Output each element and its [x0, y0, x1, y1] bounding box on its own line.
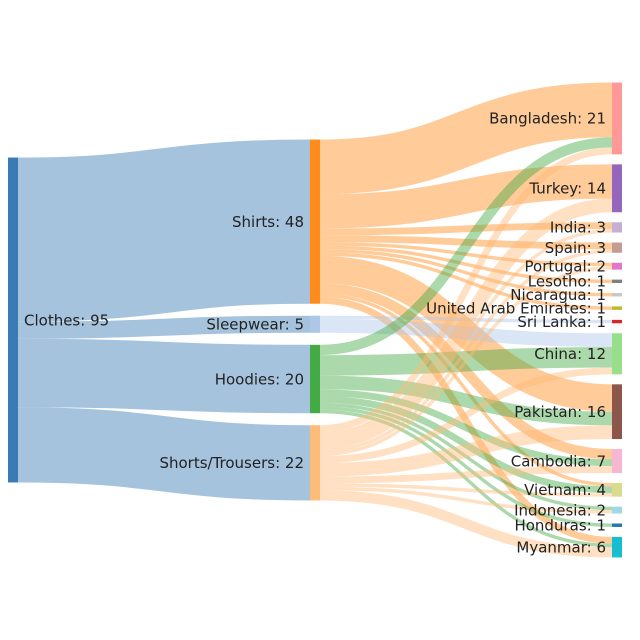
node-pakistan [612, 384, 622, 440]
link-clothes-shirts [17, 139, 311, 322]
label-indonesia: Indonesia: 2 [514, 501, 606, 519]
label-uae: United Arab Emirates: 1 [426, 299, 606, 317]
label-clothes: Clothes: 95 [24, 311, 109, 329]
label-layer: Clothes: 95 Shirts: 48 Sleepwear: 5 Hoodies… [24, 110, 606, 557]
label-turkey: Turkey: 14 [528, 180, 606, 198]
label-nicaragua: Nicaragua: 1 [510, 286, 606, 304]
node-uae [612, 306, 622, 310]
link-sleepwear-china [319, 319, 613, 347]
node-vietnam [612, 482, 622, 497]
node-bangladesh [612, 82, 622, 155]
label-india: India: 3 [550, 219, 606, 237]
link-shirts-bangladesh [319, 82, 613, 195]
node-honduras [612, 523, 622, 527]
label-spain: Spain: 3 [545, 239, 606, 257]
link-shorts-myanmar [319, 490, 613, 558]
label-bangladesh: Bangladesh: 21 [489, 110, 606, 128]
node-nicaragua [612, 293, 622, 297]
link-shirts-spain [319, 235, 613, 250]
node-srilanka [612, 319, 622, 324]
label-china: China: 12 [534, 345, 606, 363]
link-shirts-myanmar [319, 296, 613, 544]
node-shirts [310, 139, 320, 304]
label-shorts: Shorts/Trousers: 22 [159, 454, 304, 472]
label-vietnam: Vietnam: 4 [524, 481, 606, 499]
link-layer [17, 82, 613, 558]
link-shirts-pakistan [319, 255, 613, 412]
link-shirts-nicaragua [319, 248, 613, 297]
link-hoodies-cambodia [319, 389, 613, 467]
node-clothes [8, 157, 18, 483]
link-clothes-shorts [17, 407, 311, 501]
link-clothes-sleepwear [17, 315, 311, 339]
node-india [612, 222, 622, 233]
link-shorts-pakistan [319, 425, 613, 477]
link-shirts-cambodia [319, 283, 613, 460]
link-shirts-vietnam [319, 293, 613, 487]
link-shorts-indonesia [319, 486, 613, 514]
link-hoodies-pakistan [319, 375, 613, 426]
node-lesotho [612, 279, 622, 284]
link-shorts-india [319, 229, 613, 450]
link-hoodies-myanmar [319, 409, 613, 548]
label-hoodies: Hoodies: 20 [215, 370, 304, 388]
link-shorts-vietnam [319, 483, 613, 497]
node-cambodia [612, 449, 622, 473]
link-hoodies-china [319, 346, 613, 376]
label-pakistan: Pakistan: 16 [514, 403, 606, 421]
node-shorts [310, 425, 320, 501]
label-cambodia: Cambodia: 7 [511, 452, 606, 470]
label-portugal: Portugal: 2 [525, 257, 607, 275]
link-shorts-china [319, 367, 613, 463]
node-hoodies [310, 344, 320, 414]
link-clothes-hoodies [17, 338, 311, 414]
label-lesotho: Lesotho: 1 [528, 273, 606, 291]
link-sleepwear-srilanka [319, 315, 613, 324]
label-shirts: Shirts: 48 [232, 213, 304, 231]
link-hoodies-bangladesh [319, 137, 613, 356]
link-shorts-portugal [319, 266, 613, 456]
node-turkey [612, 164, 622, 213]
link-shirts-india [319, 222, 613, 236]
link-hoodies-honduras [319, 406, 613, 527]
link-hoodies-indonesia [319, 402, 613, 511]
link-hoodies-vietnam [319, 396, 613, 494]
node-china [612, 333, 622, 375]
link-shorts-bangladesh [319, 147, 613, 433]
label-honduras: Honduras: 1 [514, 516, 606, 534]
link-shorts-turkey [319, 198, 613, 446]
node-layer [8, 82, 622, 558]
label-sleepwear: Sleepwear: 5 [206, 316, 304, 334]
node-sleepwear [310, 315, 320, 333]
node-spain [612, 242, 622, 253]
label-srilanka: Sri Lanka: 1 [517, 313, 606, 331]
link-shirts-lesotho [319, 245, 613, 284]
node-portugal [612, 262, 622, 270]
link-shirts-turkey [319, 164, 613, 229]
link-shirts-uae [319, 252, 613, 310]
link-shirts-portugal [319, 242, 613, 267]
node-indonesia [612, 506, 622, 514]
label-myanmar: Myanmar: 6 [516, 538, 606, 556]
node-myanmar [612, 536, 622, 558]
link-shorts-cambodia [319, 466, 613, 484]
link-shorts-spain [319, 249, 613, 453]
